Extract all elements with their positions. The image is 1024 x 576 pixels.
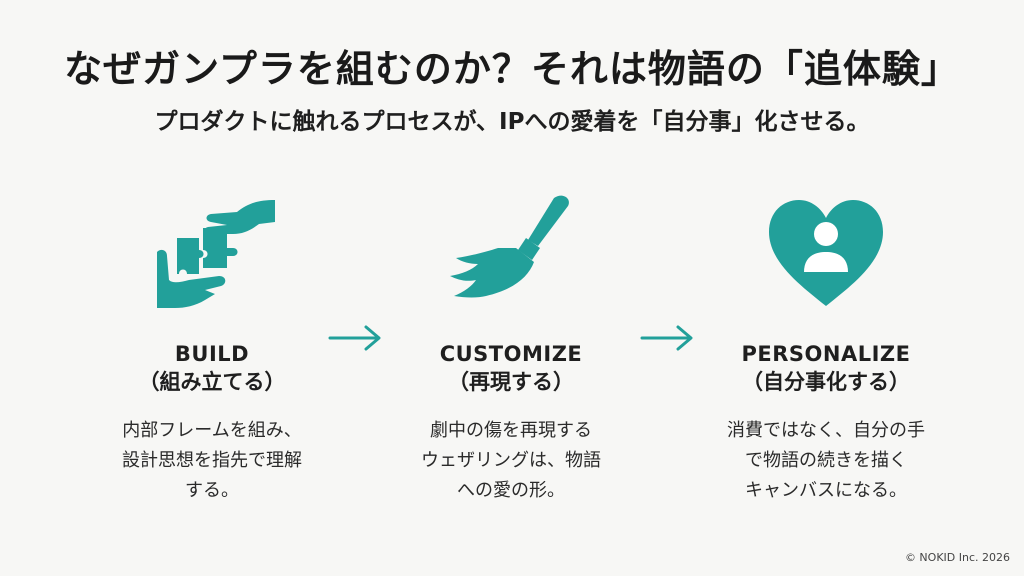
step-subtitle: （再現する）	[448, 370, 574, 394]
copyright-notice: © NOKID Inc. 2026	[904, 551, 1010, 564]
step-description-line: で物語の続きを描く	[745, 450, 907, 471]
step-subtitle: （組み立てる）	[138, 370, 286, 394]
step-description-line: 劇中の傷を再現する	[430, 420, 592, 441]
step-description-line: 内部フレームを組み、	[122, 420, 302, 441]
step-description: 消費ではなく、自分の手 で物語の続きを描く キャンバスになる。	[676, 416, 976, 506]
step-description-line: キャンバスになる。	[745, 480, 907, 501]
step-title: PERSONALIZE	[741, 342, 911, 366]
paint-brush-icon	[450, 195, 569, 298]
step-description-line: ウェザリングは、物語	[421, 450, 601, 471]
page-title: なぜガンプラを組むのか？それは物語の「追体験」	[64, 47, 960, 91]
step-description-line: 消費ではなく、自分の手	[727, 420, 925, 441]
step-description: 内部フレームを組み、 設計思想を指先で理解 する。	[62, 416, 362, 506]
step-description-line: 設計思想を指先で理解	[122, 450, 302, 471]
step-description-line: への愛の形。	[457, 480, 565, 501]
step-title: BUILD	[174, 342, 250, 366]
page-subtitle: プロダクトに触れるプロセスが、IPへの愛着を「自分事」化させる。	[154, 109, 870, 135]
heart-person-icon	[769, 200, 883, 306]
hands-puzzle-icon	[157, 200, 275, 308]
arrow-right-icon	[328, 325, 381, 351]
step-description: 劇中の傷を再現する ウェザリングは、物語 への愛の形。	[361, 416, 661, 506]
step-personalize: PERSONALIZE （自分事化する） 消費ではなく、自分の手 で物語の続きを…	[676, 190, 976, 506]
step-description-line: する。	[185, 480, 239, 501]
step-customize: CUSTOMIZE （再現する） 劇中の傷を再現する ウェザリングは、物語 への…	[361, 190, 661, 506]
step-title: CUSTOMIZE	[439, 342, 583, 366]
arrow-right-icon	[640, 325, 693, 351]
step-build: BUILD （組み立てる） 内部フレームを組み、 設計思想を指先で理解 する。	[62, 190, 362, 506]
step-subtitle: （自分事化する）	[742, 370, 910, 394]
